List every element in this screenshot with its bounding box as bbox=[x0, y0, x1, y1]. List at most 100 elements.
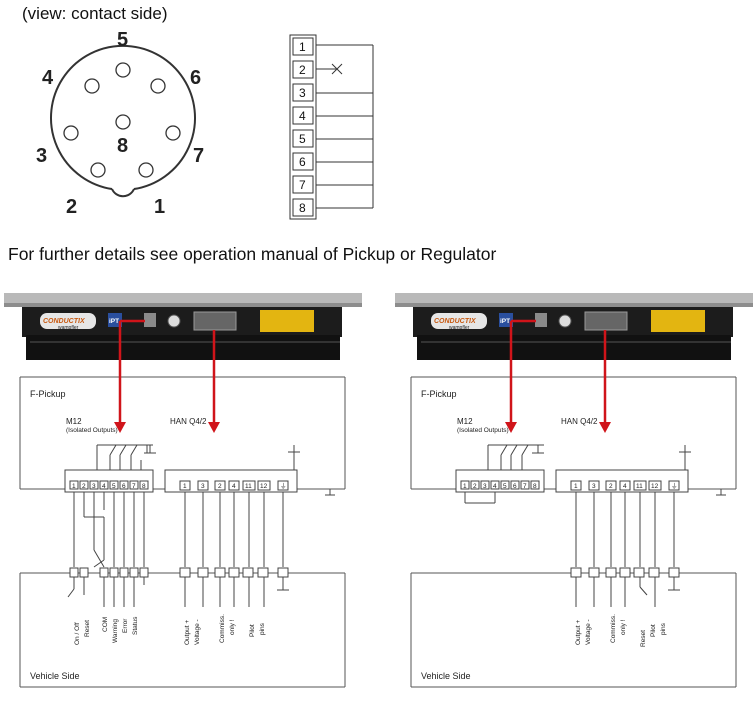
m12-sub-label: (Isolated Outputs) bbox=[457, 427, 509, 434]
pin-number-2: 2 bbox=[66, 196, 77, 218]
vehicle-switches-left bbox=[67, 577, 289, 607]
red-arrows-right bbox=[505, 319, 611, 433]
m12-terminals-right bbox=[460, 480, 540, 490]
label-on-off: On / Off bbox=[74, 622, 81, 645]
ipt-text: iPT bbox=[109, 318, 119, 325]
label-pilot: Pilot bbox=[249, 624, 256, 637]
label-only: only ! bbox=[229, 619, 236, 635]
brand-text: CONDUCTIX bbox=[434, 318, 477, 325]
vehicle-frame-left bbox=[19, 572, 346, 688]
brand-text: CONDUCTIX bbox=[43, 318, 86, 325]
ipt-badge bbox=[108, 313, 122, 327]
han-terminal-4: 4 bbox=[232, 483, 236, 490]
m12-terminal-8: 8 bbox=[533, 483, 537, 490]
pin-hole-2 bbox=[90, 162, 106, 178]
pin-number-3: 3 bbox=[36, 145, 47, 167]
han-terminal-1: 1 bbox=[183, 483, 187, 490]
logo-badge bbox=[40, 313, 96, 329]
m12-terminal-7: 7 bbox=[132, 483, 136, 490]
vehicle-switches-right bbox=[575, 577, 680, 607]
table-pin-5: 5 bbox=[299, 132, 306, 146]
label-error: Error bbox=[122, 618, 129, 633]
han-terminals-left bbox=[179, 480, 289, 491]
wiring-panel-right: CONDUCTIX wampfler iPT F-Pickup M12 (Iso… bbox=[395, 293, 753, 688]
han-terminal-1: 1 bbox=[574, 483, 578, 490]
switch-network-left bbox=[96, 444, 335, 496]
label-voltage: Voltage - bbox=[585, 619, 592, 645]
m12-terminals-left bbox=[69, 480, 149, 490]
label-reset: Reset bbox=[640, 630, 647, 647]
f-pickup-label: F-Pickup bbox=[30, 389, 66, 399]
table-pin-8: 8 bbox=[299, 201, 306, 215]
wires-right bbox=[575, 492, 675, 567]
label-status: Status bbox=[132, 616, 139, 635]
label-reset: Reset bbox=[84, 620, 91, 637]
table-pin-2: 2 bbox=[299, 63, 306, 77]
device-photo-left bbox=[4, 293, 362, 360]
pin-number-1: 1 bbox=[154, 196, 165, 218]
pin-number-7: 7 bbox=[193, 145, 204, 167]
m12-terminal-6: 6 bbox=[122, 483, 126, 490]
details-text: For further details see operation manual… bbox=[8, 244, 497, 264]
han-connector bbox=[193, 311, 237, 331]
han-terminal-2: 2 bbox=[218, 483, 222, 490]
pin-hole-3 bbox=[63, 125, 79, 141]
m12-label: M12 bbox=[66, 417, 82, 426]
label-com: COM bbox=[102, 617, 109, 632]
pin-hole-5 bbox=[115, 62, 131, 78]
wires-left bbox=[73, 492, 284, 568]
warning-label bbox=[260, 310, 314, 332]
han-terminal-ground: ⏚ bbox=[671, 482, 678, 490]
han-terminal-12: 12 bbox=[260, 483, 268, 490]
table-pin-3: 3 bbox=[299, 86, 306, 100]
brand-sub-text: wampfler bbox=[449, 325, 470, 331]
connector-diagram: 5 4 6 3 8 7 2 1 1 2 3 4 5 6 7 8 bbox=[36, 29, 374, 220]
label-pilot: Pilot bbox=[650, 624, 657, 637]
table-pin-6: 6 bbox=[299, 155, 306, 169]
vehicle-frame-right bbox=[410, 572, 737, 688]
pin-table bbox=[289, 34, 374, 220]
m12-terminal-7: 7 bbox=[523, 483, 527, 490]
pin-number-5: 5 bbox=[117, 29, 128, 51]
pin-number-6: 6 bbox=[190, 67, 201, 89]
red-arrows-left bbox=[114, 319, 220, 433]
pin-hole-7 bbox=[165, 125, 181, 141]
han-terminal-4: 4 bbox=[623, 483, 627, 490]
m12-terminal-2: 2 bbox=[82, 483, 86, 490]
switch-network-right bbox=[464, 444, 726, 504]
pin-hole-8 bbox=[115, 114, 131, 130]
m12-terminal-5: 5 bbox=[503, 483, 507, 490]
han-terminal-12: 12 bbox=[651, 483, 659, 490]
m12-terminal-5: 5 bbox=[112, 483, 116, 490]
table-pin-7: 7 bbox=[299, 178, 306, 192]
label-only: only ! bbox=[620, 619, 627, 635]
han-label: HAN Q4/2 bbox=[170, 417, 207, 426]
label-voltage: Voltage - bbox=[194, 619, 201, 645]
m12-terminal-6: 6 bbox=[513, 483, 517, 490]
han-terminal-ground: ⏚ bbox=[280, 482, 287, 490]
han-terminals-right bbox=[570, 480, 680, 491]
m12-terminal-3: 3 bbox=[92, 483, 96, 490]
pin-hole-6 bbox=[150, 78, 166, 94]
pin-hole-1 bbox=[138, 162, 154, 178]
m12-terminal-2: 2 bbox=[473, 483, 477, 490]
brand-sub-text: wampfler bbox=[58, 325, 79, 331]
han-terminal-11: 11 bbox=[636, 483, 643, 490]
m12-label: M12 bbox=[457, 417, 473, 426]
vehicle-side-label: Vehicle Side bbox=[421, 671, 471, 681]
label-warning: Warning bbox=[112, 619, 119, 643]
wiring-panel-left: CONDUCTIX wampfler iPT F-Pickup M12 (Iso… bbox=[4, 293, 362, 688]
led-indicator bbox=[144, 313, 156, 327]
m12-socket bbox=[167, 314, 181, 328]
m12-sub-label: (Isolated Outputs) bbox=[66, 427, 118, 434]
connector-face bbox=[50, 44, 196, 198]
label-commiss: Commiss. bbox=[610, 614, 617, 643]
han-terminal-2: 2 bbox=[609, 483, 613, 490]
label-output: Output + bbox=[184, 620, 191, 645]
table-pin-1: 1 bbox=[299, 40, 306, 54]
label-pins: pins bbox=[259, 622, 266, 635]
pin-number-8: 8 bbox=[117, 135, 128, 157]
han-terminal-11: 11 bbox=[245, 483, 252, 490]
m12-terminal-8: 8 bbox=[142, 483, 146, 490]
pin-hole-4 bbox=[84, 78, 100, 94]
